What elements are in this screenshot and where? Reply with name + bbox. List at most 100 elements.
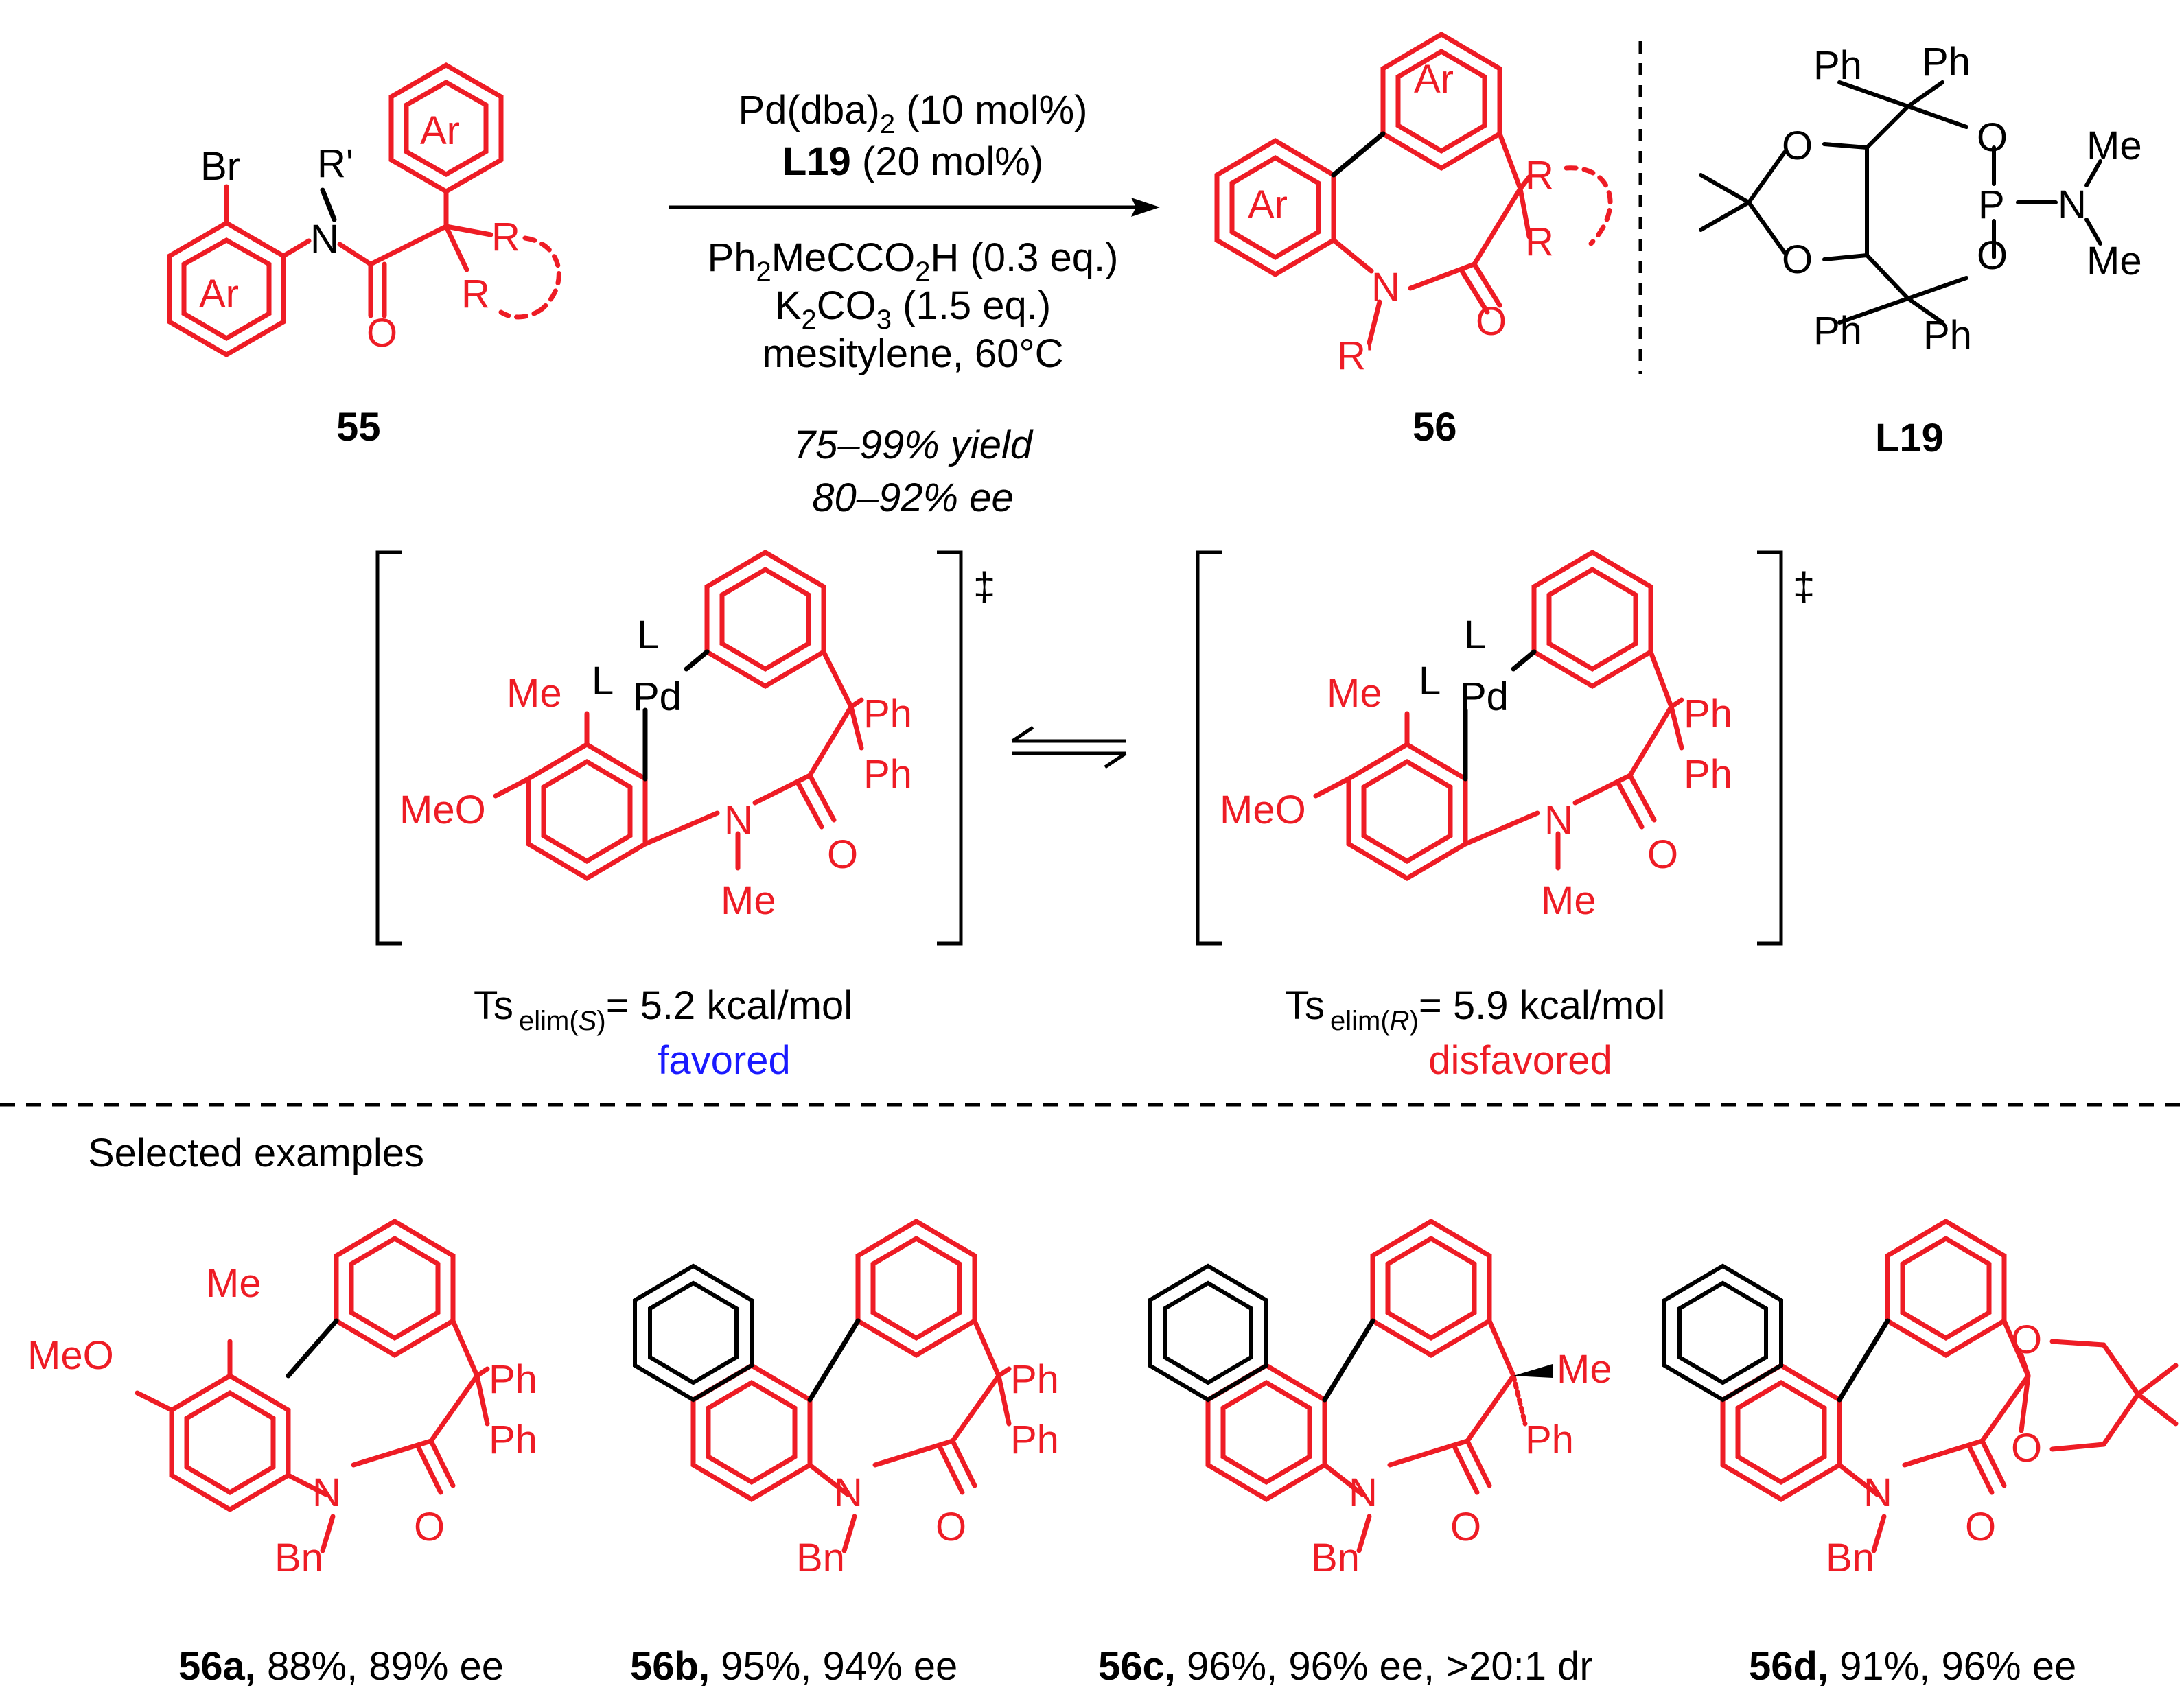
verdict-favored: favored <box>658 1038 790 1083</box>
example-56d-labels: O O N O Bn <box>1826 1317 2042 1580</box>
atom-label: R <box>1525 153 1554 198</box>
atom-label: Ar <box>1414 57 1454 102</box>
verdict-disfavored: disfavored <box>1428 1038 1612 1083</box>
svg-text:O: O <box>827 832 858 877</box>
atom-label: Ar <box>199 272 239 316</box>
reactant-55-labels: Br Ar R' N Ar R R O 55 <box>199 108 520 449</box>
example-56c <box>1205 1218 1528 1553</box>
example-caption-56d: 56d, 91%, 96% ee <box>1749 1644 2076 1689</box>
atom-label: O <box>1977 115 2008 160</box>
atom-label: O <box>367 311 397 355</box>
example-caption-56c: 56c, 96%, 96% ee, >20:1 dr <box>1098 1644 1593 1689</box>
svg-text:L: L <box>1464 613 1486 657</box>
ts-s-brackets <box>375 550 963 946</box>
svg-text:75–99% yield: 75–99% yield <box>793 423 1034 467</box>
atom-label: R' <box>317 141 353 186</box>
atom-label: Ph <box>1813 43 1862 88</box>
svg-text:O: O <box>1647 832 1678 877</box>
svg-text:O: O <box>1450 1505 1481 1549</box>
svg-text:Pd: Pd <box>1460 674 1509 719</box>
svg-text:K2CO3 (1.5 eq.): K2CO3 (1.5 eq.) <box>775 283 1051 335</box>
ts-s-structure <box>493 549 864 882</box>
example-56d <box>1720 1218 2179 1553</box>
atom-label: O <box>1782 237 1813 282</box>
ts-r-brackets <box>1196 550 1783 946</box>
atom-label: N <box>2058 183 2087 227</box>
svg-text:Ph: Ph <box>1010 1418 1059 1462</box>
dagger-s: ‡ <box>973 565 995 609</box>
atom-label: N <box>310 217 339 261</box>
svg-text:Ph: Ph <box>1525 1418 1574 1462</box>
ts-r-atom-labels: L L Pd Me MeO Ph Ph N O Me <box>1220 613 1732 923</box>
atom-label: Ph <box>1922 40 1971 84</box>
svg-text:N: N <box>834 1470 863 1515</box>
compound-id-L19: L19 <box>1875 416 1944 460</box>
atom-label: R <box>461 272 490 316</box>
svg-text:Bn: Bn <box>1826 1536 1874 1580</box>
atom-label: O <box>1977 233 2008 278</box>
svg-text:Ph: Ph <box>863 692 912 736</box>
svg-text:MeO: MeO <box>27 1333 114 1378</box>
atom-label: R' <box>1337 333 1373 378</box>
svg-text:O: O <box>2011 1317 2042 1362</box>
svg-text:mesitylene, 60°C: mesitylene, 60°C <box>762 331 1063 376</box>
example-56c-naphthyl <box>1148 1263 1268 1403</box>
example-caption-56b: 56b, 95%, 94% ee <box>630 1644 957 1689</box>
example-caption-56a: 56a, 88%, 89% ee <box>178 1644 504 1689</box>
svg-text:Me: Me <box>507 671 562 716</box>
svg-text:Me: Me <box>206 1261 262 1306</box>
svg-text:Bn: Bn <box>275 1536 323 1580</box>
svg-text:N: N <box>1544 798 1573 843</box>
dagger-r: ‡ <box>1793 565 1815 609</box>
svg-text:O: O <box>2011 1426 2042 1470</box>
wedge-bond <box>1513 1364 1553 1378</box>
svg-text:Ph: Ph <box>1684 692 1732 736</box>
atom-label: Ph <box>1923 313 1972 357</box>
svg-text:Me: Me <box>1557 1347 1612 1392</box>
product-56 <box>1214 31 1613 346</box>
atom-label: R <box>491 215 520 259</box>
reactant-55 <box>167 62 561 358</box>
product-56-labels: Ar Ar R R N O R' 56 <box>1248 57 1554 449</box>
svg-text:L19 (20 mol%): L19 (20 mol%) <box>782 139 1043 184</box>
atom-label: O <box>1782 124 1813 168</box>
ts-s-atom-labels: L L Pd Me MeO Ph Ph N O Me <box>399 613 912 923</box>
svg-text:L: L <box>1419 659 1441 703</box>
svg-text:80–92% ee: 80–92% ee <box>812 476 1013 520</box>
svg-text:Me: Me <box>1541 878 1596 923</box>
compound-id-55: 55 <box>336 405 381 449</box>
atom-label: N <box>1371 265 1400 309</box>
example-56a-labels: Me MeO Ph Ph N O Bn <box>27 1261 537 1580</box>
svg-text:Me: Me <box>721 878 776 923</box>
svg-text:N: N <box>312 1470 341 1515</box>
svg-text:N: N <box>724 798 753 843</box>
svg-text:O: O <box>414 1505 445 1549</box>
svg-text:Pd: Pd <box>633 674 682 719</box>
ligand-L19 <box>1699 80 2102 325</box>
svg-text:Me: Me <box>1327 671 1382 716</box>
atom-label: Me <box>2087 239 2142 283</box>
atom-label: Ph <box>1813 309 1862 353</box>
svg-text:Ph: Ph <box>489 1418 537 1462</box>
equilibrium-arrows <box>1011 725 1127 769</box>
svg-text:O: O <box>936 1505 966 1549</box>
atom-label: O <box>1476 299 1507 344</box>
ligand-L19-labels: Ph Ph O O O O P N Me Me Ph Ph L19 <box>1782 40 2142 460</box>
svg-text:Bn: Bn <box>1311 1536 1360 1580</box>
svg-text:Ph: Ph <box>1684 752 1732 797</box>
atom-label: Me <box>2087 124 2142 168</box>
example-56b-naphthyl <box>633 1263 754 1403</box>
ts-r-structure <box>1313 549 1684 882</box>
compound-id-56: 56 <box>1413 405 1457 449</box>
atom-label: P <box>1978 183 2005 227</box>
section-title: Selected examples <box>88 1131 424 1175</box>
example-56c-labels: Me Ph N O Bn <box>1311 1347 1612 1580</box>
example-56b-labels: Ph Ph N O Bn <box>796 1357 1059 1580</box>
reaction-arrow <box>669 198 1160 217</box>
atom-label: Ar <box>1248 183 1288 227</box>
